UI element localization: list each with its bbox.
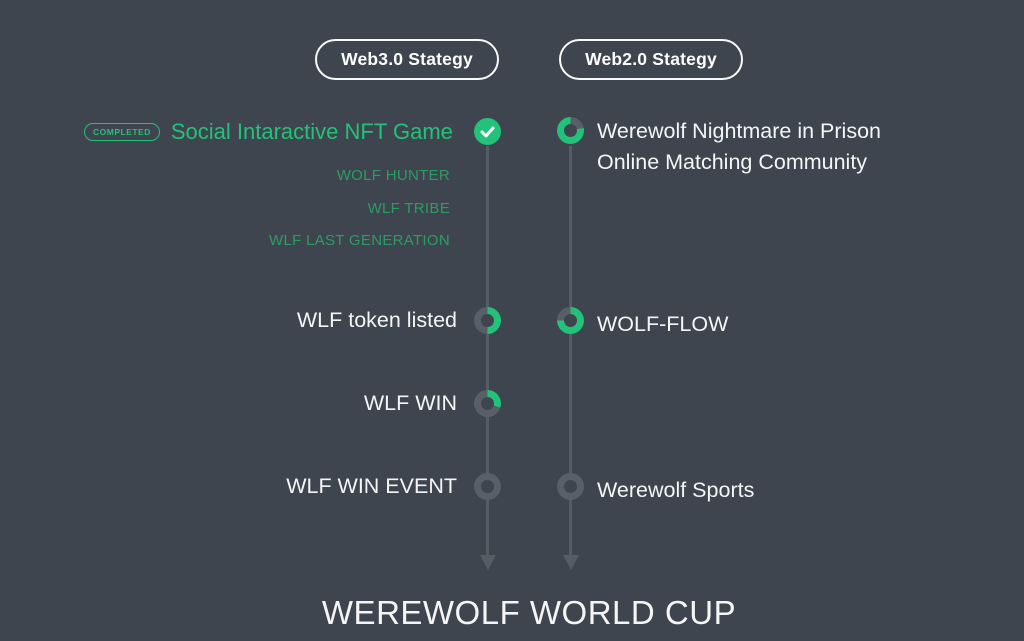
- web2-milestone-1-label: Werewolf Nightmare in Prison Online Matc…: [597, 116, 881, 178]
- web3-milestone-4-label: WLF WIN EVENT: [286, 474, 457, 498]
- web3-arrow-down-icon: [480, 555, 496, 570]
- web2-milestone-1-line2: Online Matching Community: [597, 150, 868, 174]
- web2-arrow-down-icon: [563, 555, 579, 570]
- web2-milestone-2-label: WOLF-FLOW: [597, 312, 729, 336]
- web3-strategy-pill[interactable]: Web3.0 Stategy: [315, 39, 499, 80]
- check-circle-icon: [474, 118, 501, 145]
- web3-sub-items: WOLF HUNTER WLF TRIBE WLF LAST GENERATIO…: [0, 160, 450, 258]
- web3-milestone-1: COMPLETED Social Intaractive NFT Game: [84, 117, 453, 147]
- web3-milestone-3-label: WLF WIN: [363, 391, 457, 415]
- check-icon: [480, 126, 495, 137]
- progress-ring-icon: [557, 117, 584, 144]
- web2-milestone-1-line1: Werewolf Nightmare in Prison: [597, 119, 881, 143]
- sub-item-wlf-tribe: WLF TRIBE: [367, 199, 450, 217]
- page-title: WEREWOLF WORLD CUP: [321, 594, 737, 631]
- progress-ring-icon: [557, 307, 584, 334]
- sub-item-wlf-last-generation: WLF LAST GENERATION: [268, 232, 450, 249]
- web3-timeline-line: [486, 146, 489, 556]
- web3-milestone-1-label: Social Intaractive NFT Game: [170, 119, 453, 144]
- web3-milestone-2-label: WLF token listed: [296, 308, 457, 332]
- progress-ring-icon: [474, 473, 501, 500]
- web2-milestone-3-label: Werewolf Sports: [597, 478, 755, 502]
- sub-item-wolf-hunter: WOLF HUNTER: [336, 167, 450, 184]
- progress-ring-icon: [557, 473, 584, 500]
- progress-ring-icon: [474, 390, 501, 417]
- web2-strategy-pill[interactable]: Web2.0 Stategy: [559, 39, 743, 80]
- progress-ring-icon: [474, 307, 501, 334]
- web2-timeline-line: [569, 146, 572, 556]
- completed-badge: COMPLETED: [84, 123, 160, 141]
